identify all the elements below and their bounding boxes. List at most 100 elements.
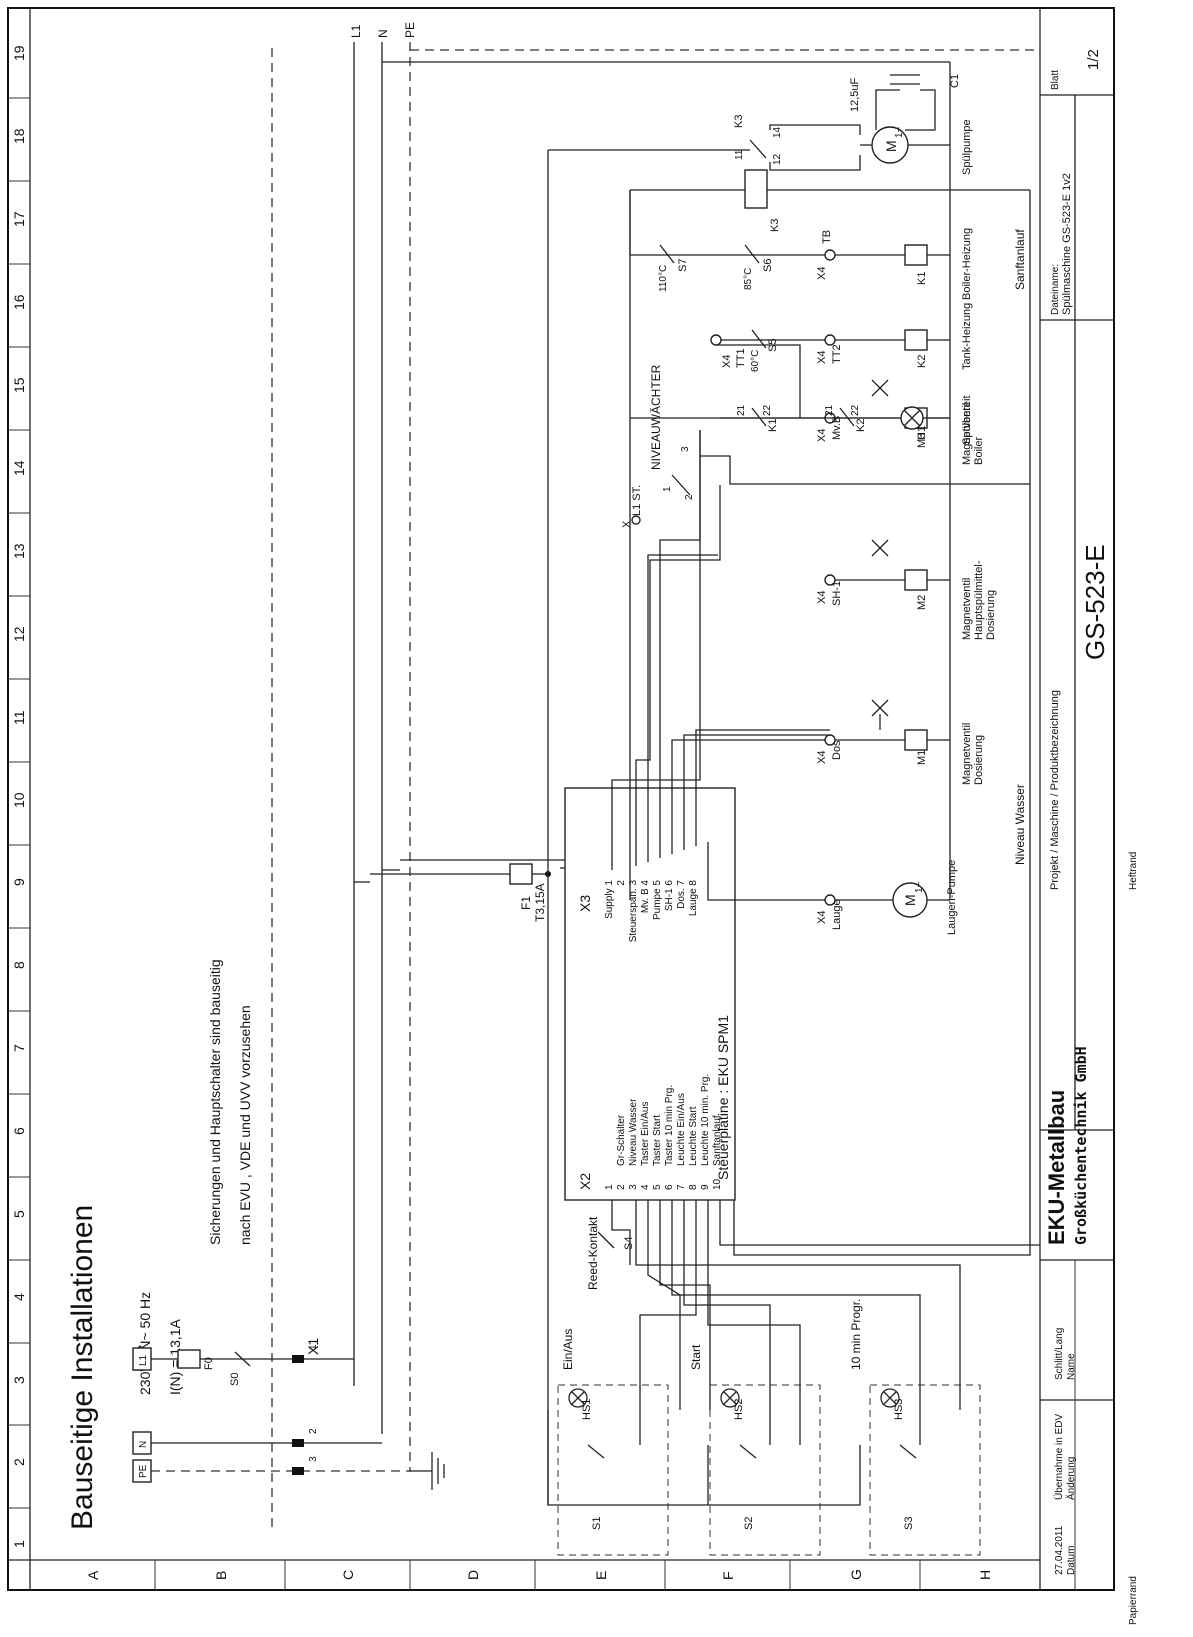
- pump-func: Spülpumpe: [961, 119, 973, 175]
- fuse-f1: [509, 863, 533, 885]
- k3-c11: 11: [734, 149, 745, 160]
- label-reed: Reed-Kontakt: [586, 1216, 600, 1290]
- k1-s6: S6: [762, 259, 774, 272]
- x2-label: Leuchte Start: [688, 1106, 699, 1166]
- control-board: [564, 787, 736, 1201]
- x2-pin: 2: [616, 1184, 627, 1190]
- x2-label: Taster Ein/Aus: [640, 1102, 651, 1166]
- mains-pe-label: PE: [403, 22, 417, 38]
- x1-terminal-3: [292, 1467, 304, 1475]
- mains-l1-label: L1: [349, 24, 363, 38]
- k1-temp7: 110°C: [658, 265, 669, 292]
- x2-pin: 5: [652, 1184, 663, 1190]
- cap-value: 12,5uF: [849, 77, 861, 112]
- label-hs3: HS3: [893, 1399, 905, 1420]
- tb-change: Änderung: [1065, 1457, 1077, 1500]
- page-title: Bauseitige Installationen: [66, 1205, 99, 1530]
- pump-motor-m: M: [883, 140, 899, 152]
- m3-name: M3: [916, 433, 928, 448]
- row-letter: H: [977, 1570, 993, 1580]
- x2-pin: 4: [640, 1184, 651, 1190]
- x3-label: Supply 1: [604, 880, 615, 919]
- row-letter: D: [465, 1570, 481, 1580]
- switch-s0: [234, 1351, 251, 1367]
- k2-n21: 21: [824, 404, 835, 416]
- k3-c14: 14: [772, 126, 783, 138]
- label-niveau-wasser: Niveau Wasser: [1013, 784, 1027, 865]
- x3-label: 2: [616, 880, 627, 886]
- label-ein-aus: Ein/Aus: [561, 1329, 575, 1370]
- column-number: 6: [11, 1127, 27, 1135]
- niveau-label: NIVEAUWÄCHTER: [649, 364, 663, 470]
- column-number: 7: [11, 1044, 27, 1052]
- contact-k1-label: K1: [767, 419, 779, 432]
- m2-name: M2: [916, 595, 928, 610]
- k2-x4b: X4: [816, 351, 828, 364]
- tag-pe: PE: [138, 1464, 149, 1478]
- supply-spec: 230V 1N~ 50 Hz: [137, 1292, 153, 1395]
- tag-l1: L1: [138, 1354, 149, 1366]
- contact-k3: [749, 139, 767, 159]
- x1-terminal-2: [292, 1439, 304, 1447]
- supply-current: I(N) = 13,1A: [167, 1318, 183, 1395]
- x2-label: Sanftanlauf: [712, 1115, 723, 1166]
- column-number: 3: [11, 1376, 27, 1384]
- m3-func1: Magnetventil: [961, 403, 973, 465]
- k2-temp: 60°C: [750, 350, 761, 372]
- tb-date: 27.04.2011: [1054, 1525, 1065, 1575]
- x2-label: Niveau Wasser: [628, 1098, 639, 1166]
- k2-s5: S5: [767, 339, 779, 352]
- x2-label: Taster Start: [652, 1115, 663, 1166]
- label-start: Start: [689, 1344, 703, 1370]
- mvb-term: Mv.B: [831, 416, 843, 440]
- row-dividers: [154, 1560, 921, 1590]
- k2-name: K2: [916, 355, 928, 368]
- pcb-x3-label: X3: [577, 895, 593, 912]
- k1-x4: X4: [816, 267, 828, 280]
- x3-label: Mv. B 4: [640, 880, 651, 914]
- tb-author: Schlitt/Lang: [1054, 1328, 1065, 1380]
- x2-label: Leuchte 10 min. Prg.: [700, 1074, 711, 1166]
- pcb-x2-label: X2: [577, 1173, 593, 1190]
- lauge-term: Lauge: [831, 899, 843, 930]
- pcb-output-wires: [560, 430, 830, 901]
- switch-group-ein-aus: [557, 1384, 669, 1556]
- tb-terminal: [824, 249, 836, 261]
- row-letter: G: [848, 1569, 864, 1580]
- m2-func1: Magnetventil: [961, 578, 973, 640]
- filename: Spülmaschine GS-523-E 1v2: [1061, 173, 1073, 315]
- x2-label: Gr-Schalter: [616, 1114, 627, 1166]
- label-hs1: HS1: [581, 1399, 593, 1420]
- thermostat-s6: [744, 244, 760, 264]
- niveau-xp: X: [621, 520, 633, 528]
- row-letter: A: [85, 1570, 101, 1580]
- reed-wire: [611, 1200, 631, 1265]
- m1-func1: Magnetventil: [961, 723, 973, 785]
- installation-note-2: nach EVU , VDE und UVV vorzusehen: [237, 1005, 253, 1245]
- tb-edv: Übernahme in EDV: [1053, 1414, 1065, 1500]
- column-number: 10: [11, 792, 27, 808]
- column-number: 14: [11, 460, 27, 476]
- sheet-label: Blatt: [1050, 70, 1061, 90]
- thermostat-s7: [659, 244, 675, 264]
- niveau-n1: 1: [662, 486, 673, 492]
- column-number: 2: [11, 1458, 27, 1466]
- m1-func2: Dosierung: [973, 735, 985, 785]
- fuse-f1-rating: T3,15A: [533, 883, 547, 922]
- k2-tt2: TT2: [831, 344, 843, 364]
- switch-group-10min: [869, 1384, 981, 1556]
- fuse-f0-label: F0: [203, 1357, 215, 1370]
- label-s2: S2: [743, 1517, 755, 1530]
- tb-date-label: Datum: [1066, 1546, 1077, 1575]
- column-number: 18: [11, 128, 27, 144]
- niveau-n3: 3: [680, 446, 691, 452]
- k1-n22: 22: [762, 404, 773, 416]
- cap-name: C1: [949, 74, 961, 88]
- x1-t1: 1: [308, 1344, 319, 1350]
- product-name: GS-523-E: [1080, 544, 1110, 660]
- x3-label: Lauge 8: [688, 880, 699, 917]
- x2-pin: 6: [664, 1184, 675, 1190]
- heftrand-label: Heftrand: [1128, 852, 1139, 890]
- column-number: 1: [11, 1540, 27, 1548]
